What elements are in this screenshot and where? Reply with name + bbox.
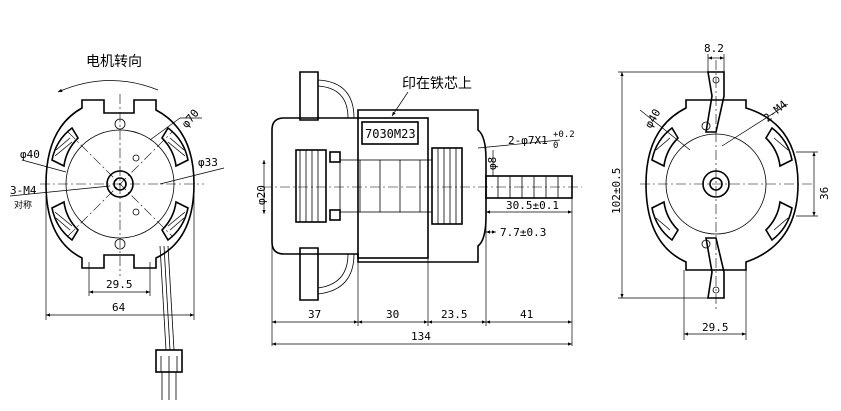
dim-d20: φ20 [255,185,268,205]
dim-shaft-len: 30.5±0.1 [506,199,559,212]
side-winding-right [431,147,463,225]
side-left-cap [299,71,319,121]
front-winding-left [51,126,80,242]
stamp-label: 印在铁芯上 [402,76,472,92]
side-stator [357,117,429,259]
rotation-label: 电机转向 [86,54,142,70]
dim-37: 37 [308,308,321,321]
dim-102: 102±0.5 [610,168,623,214]
side-view: 印在铁芯上 7030M23 [255,71,582,346]
front-winding-right [160,126,189,242]
dim-36: 36 [818,187,831,200]
dim-30: 30 [386,308,399,321]
screw-left-top [132,154,140,162]
model-code-box [361,121,419,145]
dim-rear-d40: φ40 [642,107,663,131]
rear-winding-left [651,126,680,242]
dim-thread-note: 对称 [14,199,32,211]
dim-thread: 3-M4 [10,184,37,197]
dim-shaft-flat: 7.7±0.3 [500,226,546,239]
screw-left-bot [132,208,140,216]
dim-41: 41 [520,308,533,321]
model-code: 7030M23 [365,127,416,141]
dim-d8: φ8 [486,157,499,170]
rotation-arrow [57,80,159,93]
dim-23-5: 23.5 [441,308,468,321]
dim-flat: 2-φ7X1 [508,134,548,147]
rear-winding-right [764,126,793,242]
side-winding-left [295,149,341,223]
dim-8-2: 8.2 [704,42,724,55]
dim-64: 64 [112,301,126,314]
rear-outline [645,99,799,271]
front-view: 电机转向 [9,54,225,400]
dim-d40: φ40 [20,148,40,161]
dim-d70: φ70 [179,107,202,131]
lead-wires [155,245,183,400]
dim-rear-thread: 2-M4 [761,98,790,125]
rear-terminal-bottom [705,237,725,299]
rear-view: 8.2 φ40 2-M4 102±0.5 36 29.5 [610,42,831,340]
dim-flat-tol-upper: +0.2 [553,130,575,140]
dim-flat-tol-lower: 0 [553,141,558,151]
dim-29-5-rear: 29.5 [702,321,729,334]
dim-d33: φ33 [198,156,218,169]
dim-29-5-front: 29.5 [106,278,133,291]
side-rotor [339,159,433,213]
dim-134: 134 [411,330,431,343]
front-outline [45,99,195,269]
